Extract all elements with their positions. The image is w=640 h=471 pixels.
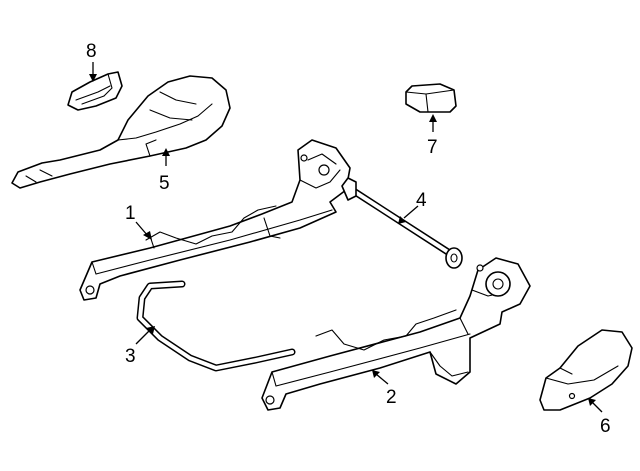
svg-text:7: 7 [427,137,438,158]
part-7-clip[interactable] [405,83,457,113]
svg-text:4: 4 [416,190,427,211]
svg-text:1: 1 [125,203,136,224]
part-5-side-trim-cover[interactable] [11,75,231,189]
callout-5: 5 [159,148,170,194]
svg-text:3: 3 [125,346,136,367]
part-2-right-seat-track[interactable] [261,257,531,411]
svg-text:8: 8 [86,41,97,62]
svg-text:2: 2 [386,387,397,408]
callout-2: 2 [372,370,397,408]
svg-text:6: 6 [600,416,611,437]
callout-8: 8 [86,41,97,82]
callout-3: 3 [125,326,155,367]
callout-7: 7 [427,114,438,158]
callout-4: 4 [398,190,427,224]
svg-text:5: 5 [159,173,170,194]
part-8-handle-cover[interactable] [67,71,123,111]
part-1-left-seat-track[interactable] [79,139,351,301]
callout-6: 6 [588,398,611,437]
part-3-wire-rod[interactable] [136,280,296,372]
part-6-end-cover[interactable] [539,329,633,411]
callout-1: 1 [125,203,152,240]
